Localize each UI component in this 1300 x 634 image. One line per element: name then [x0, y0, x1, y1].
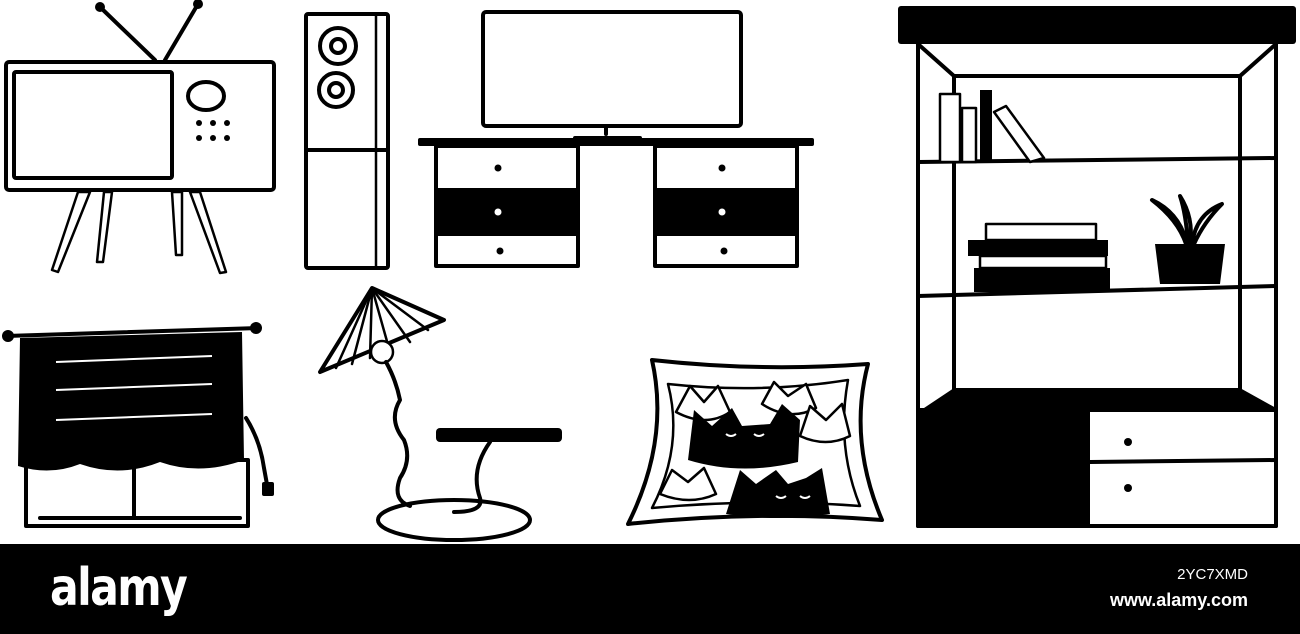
cat-white-2 [760, 380, 818, 416]
cat-black-1 [688, 404, 800, 469]
tv-legs [50, 190, 228, 275]
cat-white-3 [798, 402, 852, 444]
shelf-top-beam [898, 6, 1296, 44]
cat-pillow [626, 358, 884, 526]
tv-speaker-holes [196, 120, 230, 141]
furniture-doodle-illustration [2, 0, 1296, 542]
speaker-cone-top [318, 26, 358, 66]
footer-bar: alamy 2YC7XMD www.alamy.com [0, 544, 1300, 634]
tower-speaker [304, 12, 390, 270]
window-frame [24, 458, 250, 528]
image-id-label: 2YC7XMD [1177, 566, 1248, 583]
retro-tv [4, 0, 276, 275]
cat-white-4 [658, 466, 718, 502]
floor-lamp [318, 286, 562, 542]
speaker-cone-bottom [317, 71, 355, 109]
flat-tv-screen [481, 10, 743, 128]
tv-knob [186, 80, 226, 112]
stand-right-cabinet [653, 144, 799, 268]
bookshelf [898, 6, 1296, 528]
brand-logo: alamy [50, 558, 188, 618]
shelf-1 [916, 156, 1278, 164]
flat-tv-stand [418, 10, 814, 268]
cat-white-1 [674, 384, 732, 422]
tv-antenna [95, 0, 203, 62]
lamp-base [376, 498, 532, 542]
tv-screen [12, 70, 174, 180]
potted-plant [1150, 194, 1225, 284]
stand-left-cabinet [434, 144, 580, 268]
lamp-cord [384, 360, 412, 508]
roman-blind [18, 332, 244, 471]
cabinet-black-door [918, 410, 1090, 526]
curtain-rod [4, 326, 260, 338]
site-url: www.alamy.com [1109, 590, 1248, 610]
side-table-top [436, 428, 562, 442]
books-upright [938, 90, 1046, 164]
bookshelf-cabinet [916, 388, 1278, 528]
cat-black-2 [726, 468, 830, 518]
window-with-blind [2, 322, 274, 528]
books-stacked [968, 222, 1110, 292]
